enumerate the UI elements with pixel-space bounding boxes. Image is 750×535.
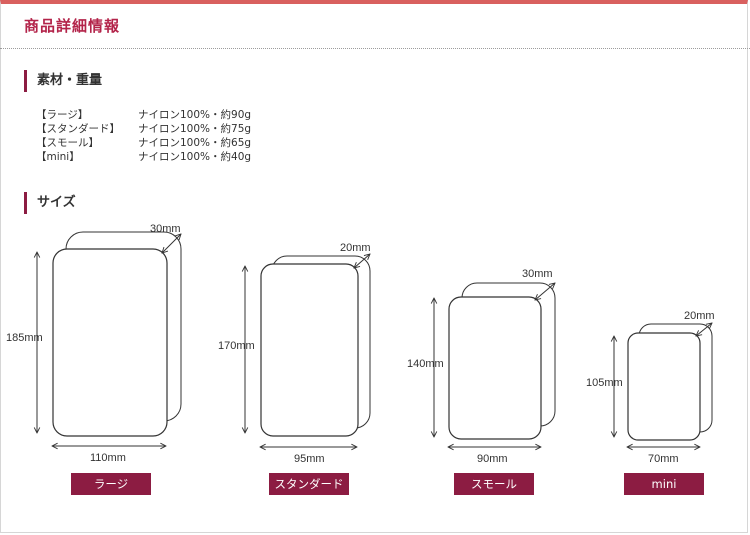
page-title: 商品詳細情報: [24, 17, 121, 35]
case-front-outline: [52, 248, 168, 437]
standard-width-label: 95mm: [294, 453, 325, 465]
size-badge-small: スモール: [454, 473, 534, 495]
case-mini: [614, 323, 712, 447]
materials-row-small: 【スモール】 ナイロン100%・約65g: [36, 136, 251, 150]
small-height-label: 140mm: [407, 358, 444, 370]
case-front-outline: [260, 263, 359, 437]
materials-spec: ナイロン100%・約65g: [138, 137, 252, 149]
materials-list: 【ラージ】 ナイロン100%・約90g 【スタンダード】 ナイロン100%・約7…: [36, 108, 251, 164]
depth-arrow: [162, 234, 181, 253]
materials-row-mini: 【mini】 ナイロン100%・約40g: [36, 150, 251, 164]
materials-name: 【ラージ】: [36, 109, 89, 121]
depth-arrow: [354, 254, 370, 268]
mini-height-label: 105mm: [586, 377, 623, 389]
size-badge-large: ラージ: [71, 473, 151, 495]
sizes-heading: サイズ: [24, 192, 76, 214]
materials-name: 【スモール】: [36, 137, 99, 149]
small-width-label: 90mm: [477, 453, 508, 465]
standard-depth-label: 20mm: [340, 242, 371, 254]
mini-depth-label: 20mm: [684, 310, 715, 322]
materials-row-standard: 【スタンダード】 ナイロン100%・約75g: [36, 122, 251, 136]
size-badge-mini: mini: [624, 473, 704, 495]
case-small: [434, 283, 555, 447]
case-standard: [245, 254, 370, 447]
mini-width-label: 70mm: [648, 453, 679, 465]
materials-heading: 素材・重量: [24, 70, 102, 92]
standard-height-label: 170mm: [218, 340, 255, 352]
depth-arrow: [535, 283, 555, 300]
large-width-label: 110mm: [90, 452, 126, 464]
materials-row-large: 【ラージ】 ナイロン100%・約90g: [36, 108, 251, 122]
title-divider: [0, 48, 750, 49]
materials-spec: ナイロン100%・約40g: [138, 151, 252, 163]
large-depth-label: 30mm: [150, 223, 181, 235]
materials-spec: ナイロン100%・約90g: [138, 109, 252, 121]
large-height-label: 185mm: [6, 332, 43, 344]
materials-spec: ナイロン100%・約75g: [138, 123, 252, 135]
case-front-outline: [448, 296, 542, 440]
materials-name: 【mini】: [36, 151, 80, 163]
size-badge-standard: スタンダード: [269, 473, 349, 495]
case-front-outline: [627, 332, 701, 441]
depth-arrow: [696, 323, 712, 336]
case-large: [37, 231, 181, 446]
materials-name: 【スタンダード】: [36, 123, 120, 135]
small-depth-label: 30mm: [522, 268, 553, 280]
